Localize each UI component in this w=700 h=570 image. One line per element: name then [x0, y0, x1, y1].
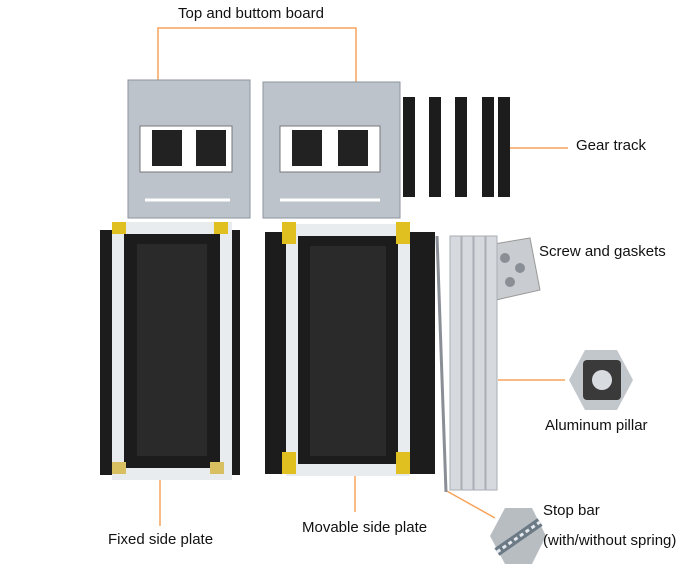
- aluminum-pillars: [449, 235, 498, 491]
- label-stop-bar: Stop bar: [543, 502, 600, 519]
- label-screw-gaskets: Screw and gaskets: [539, 243, 666, 260]
- gear-tracks: [403, 97, 510, 197]
- stop-bar-hexagon: [490, 508, 546, 564]
- board-bracket-line: [157, 27, 357, 92]
- stop-rod: [435, 235, 448, 493]
- leader-lines: [157, 27, 568, 526]
- label-fixed-side-plate: Fixed side plate: [108, 531, 214, 548]
- label-gear-track: Gear track: [576, 137, 647, 154]
- bottom-board: [262, 81, 401, 219]
- label-movable-side-plate: Movable side plate: [302, 519, 428, 536]
- stop-bar-line: [444, 489, 496, 519]
- fixed-side-plate: [100, 222, 240, 480]
- label-top-bottom-board: Top and buttom board: [178, 5, 324, 22]
- screw-bag: [487, 237, 541, 301]
- top-board: [127, 79, 251, 219]
- pillar-section-hexagon: [569, 350, 633, 410]
- label-aluminum-pillar: Aluminum pillar: [545, 417, 648, 434]
- movable-side-plate: [265, 222, 435, 476]
- label-stop-bar-note: (with/without spring): [543, 532, 677, 549]
